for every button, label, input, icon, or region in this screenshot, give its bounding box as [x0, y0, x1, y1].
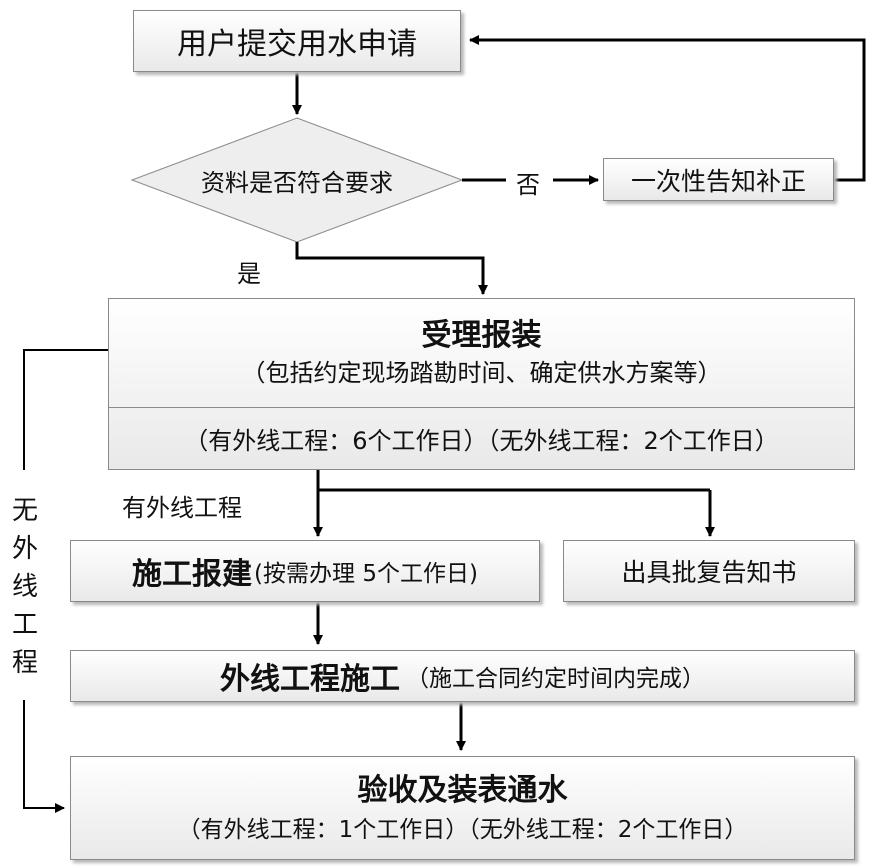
construction-permit-box: 施工报建 (按需办理 5个工作日) [70, 540, 540, 602]
edge-label-without-external: 无 外 线 工 程 [10, 492, 40, 682]
edge-label-yes: 是 [237, 260, 261, 288]
acceptance-title: 受理报装 [421, 318, 542, 353]
external-construction-box: 外线工程施工 （施工合同约定时间内完成） [70, 650, 855, 702]
arrow-no-external-bottom [23, 700, 65, 813]
edge-label-with-external: 有外线工程 [122, 494, 242, 522]
arrow-yes-to-accept [295, 242, 488, 295]
decision-text: 资料是否符合要求 [201, 168, 393, 197]
vertical-char: 线 [11, 572, 38, 602]
external-construction-title: 外线工程施工 [220, 662, 400, 697]
final-acceptance-title: 验收及装表通水 [357, 773, 568, 808]
line-no-external-top [23, 349, 108, 470]
acceptance-time: （有外线工程：6个工作日）（无外线工程：2个工作日） [184, 426, 779, 455]
construction-permit-title: 施工报建 [132, 557, 253, 592]
final-acceptance-time: （有外线工程：1个工作日）（无外线工程：2个工作日） [177, 817, 748, 843]
acceptance-subtitle: （包括约定现场踏勘时间、确定供水方案等） [241, 359, 722, 387]
acceptance-top: 受理报装 （包括约定现场踏勘时间、确定供水方案等） [109, 299, 854, 408]
external-construction-subtitle: （施工合同约定时间内完成） [406, 666, 705, 692]
vertical-char: 无 [11, 496, 38, 526]
acceptance-box: 受理报装 （包括约定现场踏勘时间、确定供水方案等） （有外线工程：6个工作日）（… [108, 298, 855, 470]
correction-box: 一次性告知补正 [603, 158, 834, 201]
construction-permit-subtitle: (按需办理 5个工作日) [254, 561, 478, 587]
line-accept-branch [316, 470, 710, 492]
arrow-correction-loop [469, 35, 866, 182]
final-acceptance-box: 验收及装表通水 （有外线工程：1个工作日）（无外线工程：2个工作日） [70, 756, 855, 860]
approval-notice-label: 出具批复告知书 [621, 558, 797, 587]
vertical-char: 外 [11, 534, 38, 564]
edge-label-no: 否 [516, 171, 540, 199]
approval-notice-box: 出具批复告知书 [563, 540, 855, 602]
correction-label: 一次性告知补正 [630, 166, 806, 196]
submit-application-label: 用户提交用水申请 [177, 27, 417, 62]
decision-label: 资料是否符合要求 [170, 164, 424, 197]
vertical-char: 工 [11, 610, 38, 640]
vertical-char: 程 [11, 648, 38, 678]
submit-application-box: 用户提交用水申请 [133, 10, 461, 72]
